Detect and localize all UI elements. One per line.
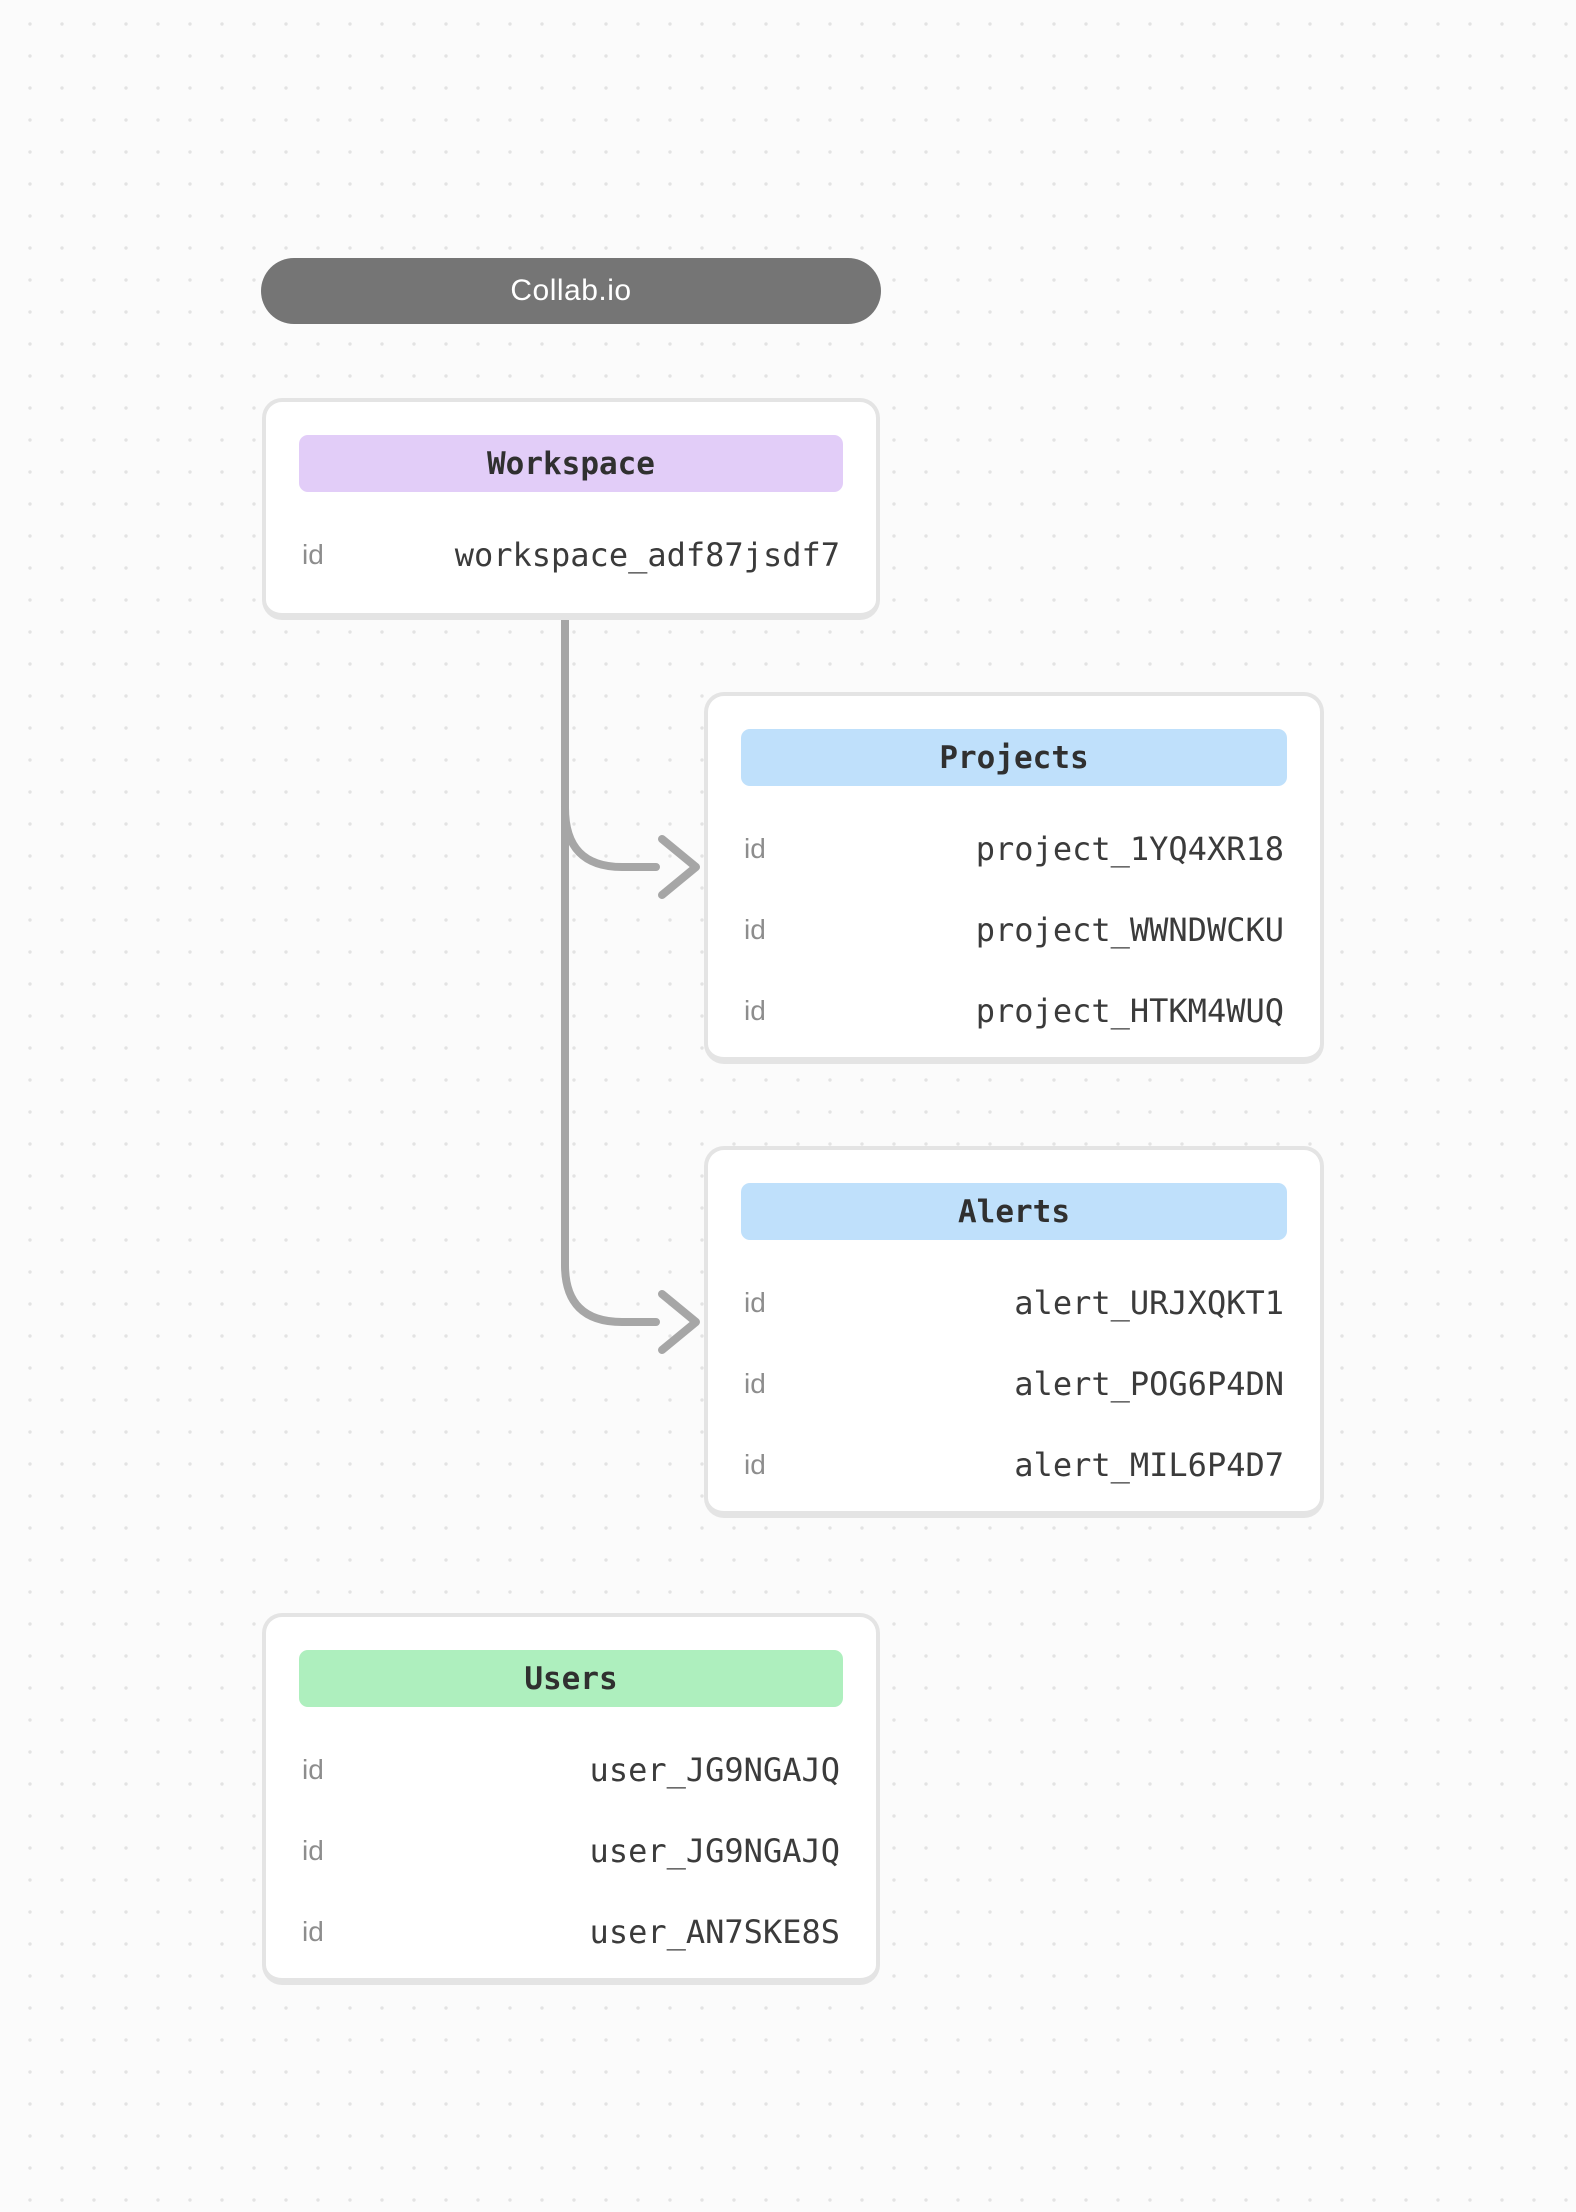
field-label: id xyxy=(302,1915,324,1947)
entity-card-workspace[interactable]: Workspace id workspace_adf87jsdf7 xyxy=(262,398,880,620)
entity-header-projects: Projects xyxy=(741,729,1287,786)
field-row: id project_HTKM4WUQ xyxy=(741,970,1287,1051)
field-value: alert_MIL6P4D7 xyxy=(1014,1445,1284,1484)
field-value: user_JG9NGAJQ xyxy=(589,1831,840,1870)
field-row: id project_WWNDWCKU xyxy=(741,889,1287,970)
field-rows: id alert_URJXQKT1 id alert_POG6P4DN id a… xyxy=(741,1262,1287,1505)
field-rows: id workspace_adf87jsdf7 xyxy=(299,514,843,595)
entity-header-users: Users xyxy=(299,1650,843,1707)
arrowhead-icon xyxy=(658,835,700,899)
field-value: project_WWNDWCKU xyxy=(975,910,1284,949)
field-row: id alert_POG6P4DN xyxy=(741,1343,1287,1424)
field-row: id alert_URJXQKT1 xyxy=(741,1262,1287,1343)
connector-workspace-projects[interactable] xyxy=(561,804,660,871)
diagram-title-label: Collab.io xyxy=(510,274,632,307)
field-label: id xyxy=(744,1367,766,1399)
field-row: id user_JG9NGAJQ xyxy=(299,1729,843,1810)
field-rows: id user_JG9NGAJQ id user_JG9NGAJQ id use… xyxy=(299,1729,843,1972)
entity-header-alerts: Alerts xyxy=(741,1183,1287,1240)
field-label: id xyxy=(744,994,766,1026)
field-row: id project_1YQ4XR18 xyxy=(741,808,1287,889)
field-row: id user_JG9NGAJQ xyxy=(299,1810,843,1891)
field-value: project_HTKM4WUQ xyxy=(975,991,1284,1030)
field-row: id alert_MIL6P4D7 xyxy=(741,1424,1287,1505)
field-row: id user_AN7SKE8S xyxy=(299,1891,843,1972)
entity-header-workspace: Workspace xyxy=(299,435,843,492)
entity-card-users[interactable]: Users id user_JG9NGAJQ id user_JG9NGAJQ … xyxy=(262,1613,880,1985)
diagram-title-pill[interactable]: Collab.io xyxy=(261,258,881,324)
field-label: id xyxy=(302,538,324,570)
field-rows: id project_1YQ4XR18 id project_WWNDWCKU … xyxy=(741,808,1287,1051)
field-value: alert_URJXQKT1 xyxy=(1014,1283,1284,1322)
field-value: workspace_adf87jsdf7 xyxy=(454,535,840,574)
connector-workspace-alerts[interactable] xyxy=(561,612,660,1326)
field-label: id xyxy=(744,1448,766,1480)
field-label: id xyxy=(744,1286,766,1318)
field-label: id xyxy=(744,832,766,864)
field-row: id workspace_adf87jsdf7 xyxy=(299,514,843,595)
entity-card-projects[interactable]: Projects id project_1YQ4XR18 id project_… xyxy=(704,692,1324,1064)
field-value: user_JG9NGAJQ xyxy=(589,1750,840,1789)
field-label: id xyxy=(302,1753,324,1785)
field-label: id xyxy=(744,913,766,945)
field-value: user_AN7SKE8S xyxy=(589,1912,840,1951)
arrowhead-icon xyxy=(658,1290,700,1354)
entity-card-alerts[interactable]: Alerts id alert_URJXQKT1 id alert_POG6P4… xyxy=(704,1146,1324,1518)
field-value: project_1YQ4XR18 xyxy=(975,829,1284,868)
field-value: alert_POG6P4DN xyxy=(1014,1364,1284,1403)
field-label: id xyxy=(302,1834,324,1866)
